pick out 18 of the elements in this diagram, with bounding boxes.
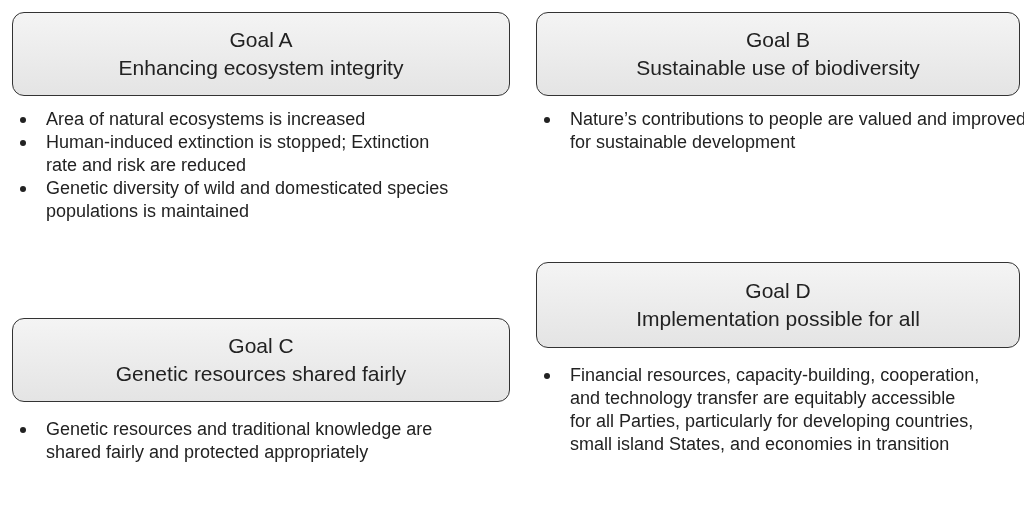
goal-title: Implementation possible for all (635, 306, 921, 332)
bullet-item: Area of natural ecosystems is increased (46, 108, 452, 131)
bullet-item: Human-induced extinction is stopped; Extinction rate and risk are reduced (46, 131, 452, 177)
goal-title: Enhancing ecosystem integrity (117, 55, 405, 81)
goal-title: Sustainable use of biodiversity (635, 55, 921, 81)
goal-box (12, 318, 510, 402)
goal-heading: Goal A (228, 27, 294, 53)
bullet-item: Genetic diversity of wild and domesticated species populations is maintained (46, 177, 452, 223)
goal-heading: Goal B (744, 27, 812, 53)
bullet-item: Nature’s contributions to people are valued and improved for sustainable development (570, 108, 1024, 154)
goal-heading: Goal D (744, 278, 812, 304)
goal-box (536, 12, 1020, 96)
bullet-item: Genetic resources and traditional knowledge are shared fairly and protected appropriately (46, 418, 467, 464)
bullet-item: Financial resources, capacity-building, cooperation, and technology transfer are equitably accessible for all Parties, particularly for developing countries, small island States, and economies in transition (570, 364, 981, 456)
goal-box (536, 262, 1020, 348)
goal-box (12, 12, 510, 96)
goal-heading: Goal C (227, 333, 295, 359)
goal-title: Genetic resources shared fairly (114, 361, 408, 387)
